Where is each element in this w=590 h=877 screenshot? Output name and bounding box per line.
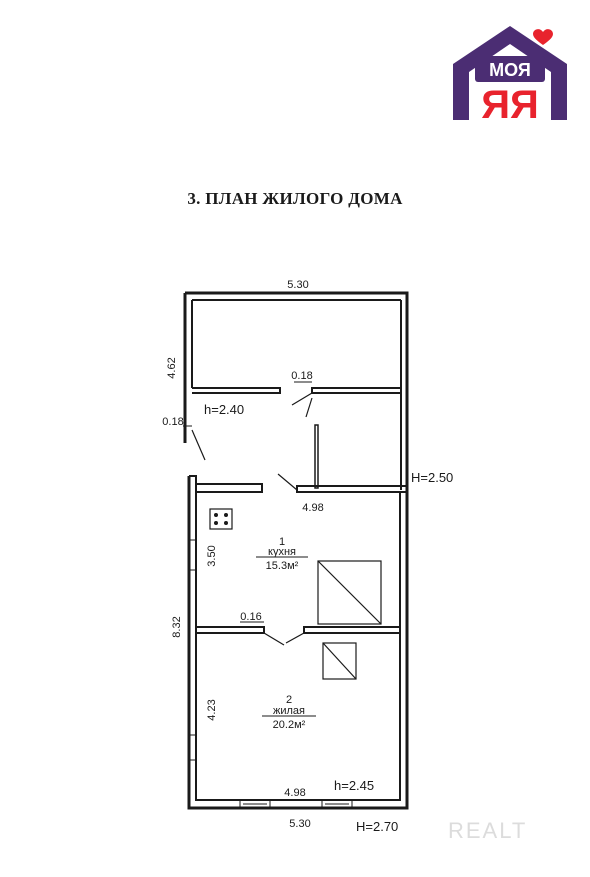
room1-name: кухня bbox=[268, 546, 296, 558]
entrance-door-swing bbox=[191, 429, 206, 461]
annex-partition-left bbox=[192, 387, 281, 394]
dim-left-annex: 4.62 bbox=[166, 357, 178, 378]
height-outer-upper: H=2.50 bbox=[411, 470, 453, 485]
dim-annex-wall: 0.18 bbox=[162, 416, 183, 428]
dim-bottom-width: 5.30 bbox=[289, 818, 310, 830]
height-annex: h=2.40 bbox=[204, 402, 244, 417]
logo-badge bbox=[475, 56, 545, 82]
dim-partition: 0.16 bbox=[240, 611, 261, 623]
dim-bottom-inner: 4.98 bbox=[284, 787, 305, 799]
dim-inner-width: 4.98 bbox=[302, 502, 323, 514]
dim-top-width: 5.30 bbox=[287, 279, 308, 291]
main-top-wall-left bbox=[189, 475, 263, 493]
window-left-upper bbox=[189, 539, 196, 571]
room-partition-left bbox=[196, 626, 265, 634]
main-inner-left-wall bbox=[195, 484, 401, 801]
house-roof-icon bbox=[453, 26, 567, 120]
main-outer-left-wall bbox=[187, 476, 409, 810]
window-left-lower bbox=[189, 734, 196, 761]
page-title: 3. ПЛАН ЖИЛОГО ДОМА bbox=[187, 189, 403, 208]
main-top-wall-right bbox=[296, 485, 408, 493]
room2-area: 20.2м² bbox=[273, 719, 306, 731]
watermark: REALT bbox=[448, 818, 528, 843]
dim-total-height: 8.32 bbox=[171, 616, 183, 637]
room-door-swing bbox=[285, 632, 305, 644]
room1-number: 1 bbox=[279, 536, 285, 548]
annex-post bbox=[314, 424, 319, 489]
heart-icon bbox=[533, 29, 553, 45]
room-door-swing-2 bbox=[263, 632, 285, 646]
annex-partition-right bbox=[311, 387, 402, 394]
logo-text-bottom: ЯЯ bbox=[481, 83, 539, 126]
dim-living-height: 4.23 bbox=[206, 699, 218, 720]
room1-area: 15.3м² bbox=[266, 560, 299, 572]
dim-kitchen-height: 3.50 bbox=[206, 545, 218, 566]
window-bottom-2 bbox=[321, 800, 353, 808]
kitchen-door-swing bbox=[277, 473, 298, 491]
annex-outer-wall bbox=[185, 291, 409, 490]
logo-text-top: МОЯ bbox=[489, 60, 531, 80]
furnace-icon bbox=[317, 560, 382, 625]
dim-interior-door: 0.18 bbox=[291, 370, 312, 382]
chimney-icon bbox=[322, 642, 357, 680]
window-bottom-1 bbox=[239, 800, 271, 808]
room2-name: жилая bbox=[273, 705, 305, 717]
annex-door-swing-2 bbox=[305, 397, 313, 418]
room-partition-right bbox=[303, 626, 401, 634]
height-outer-lower: H=2.70 bbox=[356, 819, 398, 834]
height-living: h=2.45 bbox=[334, 778, 374, 793]
brand-logo: МОЯ ЯЯ bbox=[453, 26, 567, 126]
stove-icon bbox=[209, 508, 233, 530]
room2-number: 2 bbox=[286, 694, 292, 706]
annex-door-swing bbox=[291, 392, 313, 406]
